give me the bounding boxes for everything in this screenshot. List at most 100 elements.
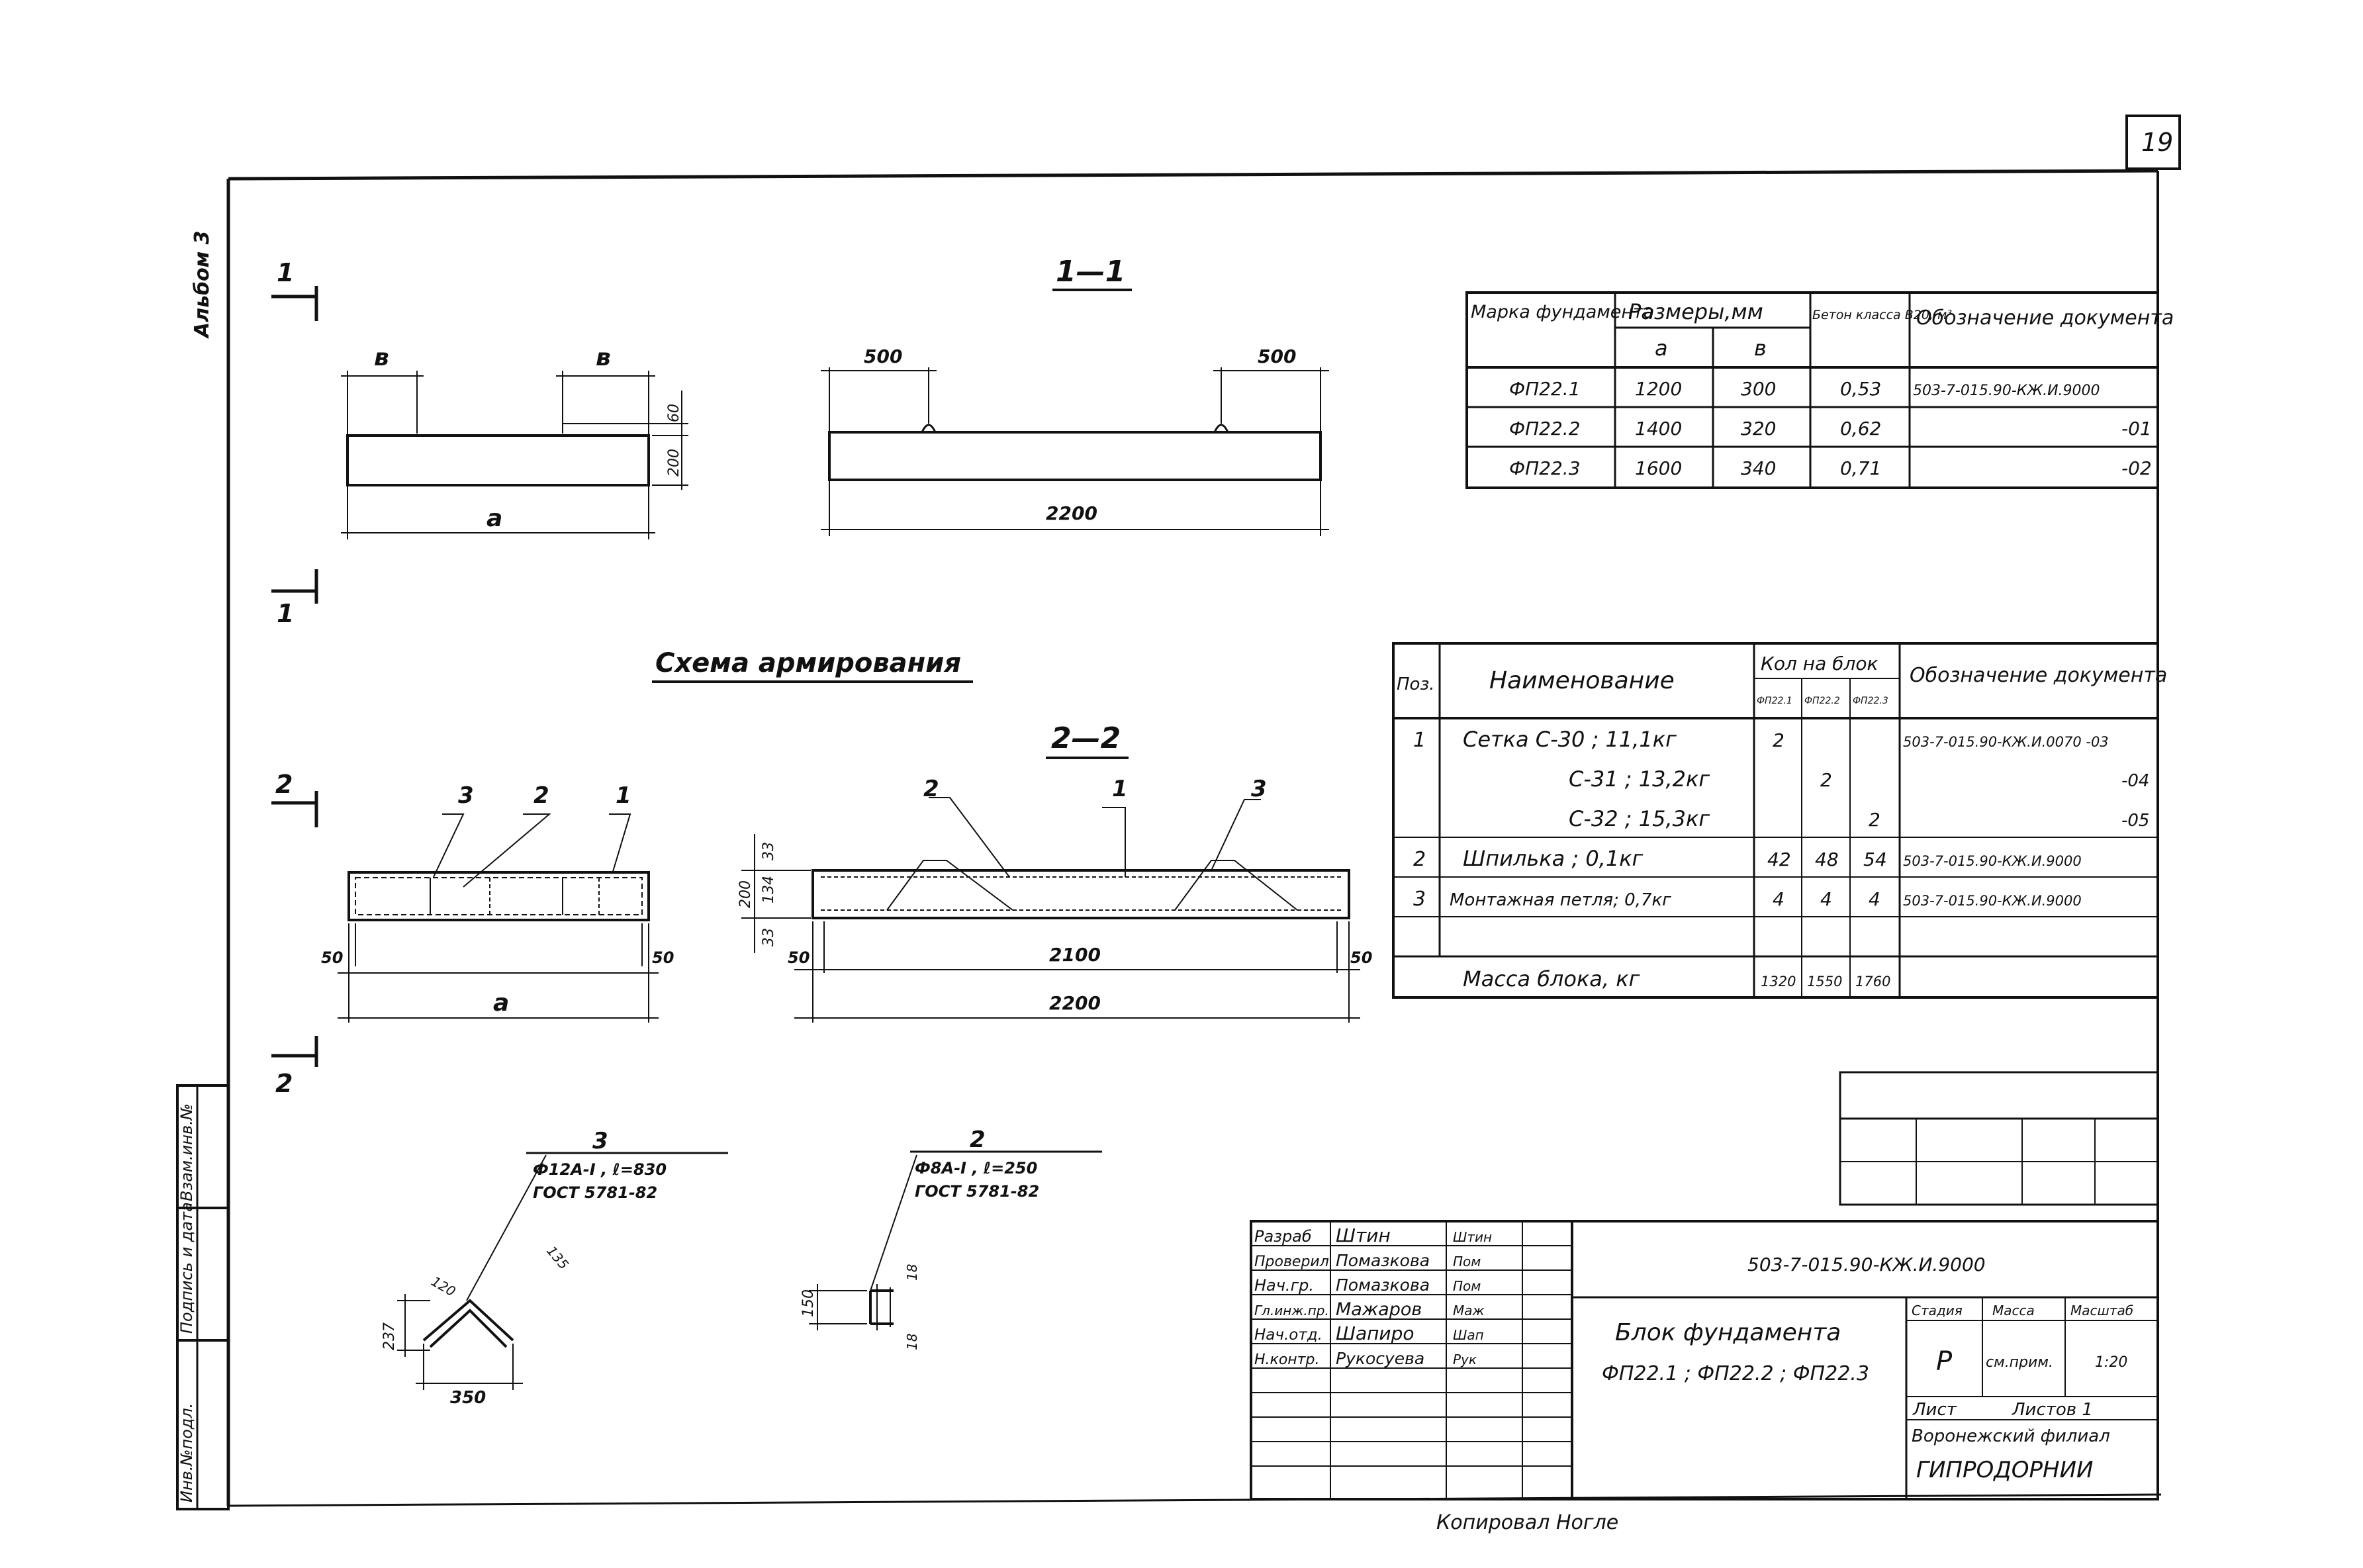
t2-r3-pos: 2 bbox=[1413, 848, 1426, 871]
view2-p2: 2 bbox=[533, 782, 549, 809]
t1-r1-b: 320 bbox=[1741, 418, 1776, 439]
t1-h-mark: Марка фундамента bbox=[1471, 302, 1654, 322]
t2-row-0: 1 Сетка С-30 ; 11,1кг 2 503-7-015.90-КЖ.… bbox=[1413, 727, 2109, 752]
t2-r2-name: С-32 ; 15,3кг bbox=[1569, 806, 1710, 831]
t2-r0-name: Сетка С-30 ; 11,1кг bbox=[1463, 727, 1677, 752]
bottom-note: Копировал Ногле bbox=[1436, 1511, 1618, 1534]
stamp-mass-h: Масса bbox=[1992, 1303, 2035, 1318]
t2-r0-pos: 1 bbox=[1413, 729, 1426, 752]
t2-h-q2: ФП22.2 bbox=[1804, 696, 1840, 706]
stamp-sign-4: Шап bbox=[1453, 1327, 1484, 1343]
stamp-code: 503-7-015.90-КЖ.И.9000 bbox=[1747, 1254, 1986, 1275]
view22-d50l: 50 bbox=[788, 948, 810, 967]
t1-row-0: ФП22.1 1200 300 0,53 503-7-015.90-КЖ.И.9… bbox=[1509, 378, 2100, 400]
view2-d50l: 50 bbox=[321, 948, 343, 967]
t1-r1-conc: 0,62 bbox=[1840, 418, 1881, 439]
t2-r4-pos: 3 bbox=[1413, 888, 1426, 911]
t1-r0-doc: 503-7-015.90-КЖ.И.9000 bbox=[1913, 383, 2100, 399]
stamp-name-1: Помазкова bbox=[1336, 1251, 1430, 1270]
side-stamp: Взам.инв.№ Подпись и дата Инв.№подл. bbox=[176, 1084, 230, 1510]
view1-a: a bbox=[486, 505, 502, 532]
view22-section: 2—2 2 1 3 33 134 200 33 50 2100 50 2200 bbox=[737, 721, 1372, 1023]
stamp-role-0: Разраб bbox=[1254, 1227, 1312, 1246]
t2-row-1: С-31 ; 13,2кг 2 -04 bbox=[1569, 766, 2149, 792]
t2-r0-q1: 2 bbox=[1773, 729, 1784, 751]
detail2-spec: Ф8А-I , ℓ=250 bbox=[915, 1159, 1037, 1177]
view1-b-right: в bbox=[596, 344, 611, 371]
stamp-role-4: Нач.отд. bbox=[1254, 1326, 1322, 1344]
stamp-stage-h: Стадия bbox=[1912, 1303, 1963, 1318]
t1-h-a: a bbox=[1655, 336, 1668, 361]
t2-row-3: 2 Шпилька ; 0,1кг 42 48 54 503-7-015.90-… bbox=[1413, 846, 2082, 871]
t1-r2-a: 1600 bbox=[1635, 457, 1682, 479]
t1-r0-b: 300 bbox=[1741, 378, 1776, 400]
view22-d33: 33 bbox=[761, 842, 777, 860]
view1-plan: в в 60 200 a bbox=[341, 344, 688, 539]
t2-r4-doc: 503-7-015.90-КЖ.И.9000 bbox=[1903, 893, 2082, 909]
t2-h-pos: Поз. bbox=[1397, 674, 1435, 694]
stamp-name-4: Шапиро bbox=[1336, 1322, 1414, 1344]
t2-h-doc: Обозначение документа bbox=[1910, 664, 2167, 687]
t1-h-doc: Обозначение документа bbox=[1916, 306, 2174, 330]
s22-title: 2—2 bbox=[1051, 721, 1121, 755]
t1-r1-mark: ФП22.2 bbox=[1509, 418, 1581, 439]
scheme-title: Схема армирования bbox=[655, 648, 961, 678]
t2-r1-q2: 2 bbox=[1820, 769, 1832, 791]
detail3-d135: 135 bbox=[543, 1243, 572, 1273]
t2-r3-doc: 503-7-015.90-КЖ.И.9000 bbox=[1903, 853, 2082, 869]
album-label: Альбом 3 bbox=[191, 230, 214, 339]
t2-r1-name: С-31 ; 13,2кг bbox=[1569, 766, 1710, 792]
detail3-pos: 3 bbox=[592, 1128, 608, 1154]
view1-dim-60: 60 bbox=[666, 404, 682, 422]
t1-h-dims: Размеры,мм bbox=[1628, 299, 1763, 324]
t2-mass-label: Масса блока, кг bbox=[1463, 966, 1640, 992]
view2-p1: 1 bbox=[616, 782, 631, 809]
t2-r2-q3: 2 bbox=[1869, 809, 1880, 831]
view22-d50r: 50 bbox=[1350, 948, 1372, 967]
side-stamp-c1: Взам.инв.№ bbox=[177, 1103, 196, 1201]
t2-row-2: С-32 ; 15,3кг 2 -05 bbox=[1569, 806, 2149, 831]
t2-mass-q2: 1550 bbox=[1807, 974, 1842, 990]
detail3-spec: Ф12А-I , ℓ=830 bbox=[533, 1160, 667, 1179]
side-stamp-c3: Инв.№подл. bbox=[177, 1403, 196, 1502]
t2-r4-q3: 4 bbox=[1869, 888, 1880, 910]
cut2-bottom: 2 bbox=[275, 1069, 293, 1098]
view2-d50r: 50 bbox=[652, 948, 674, 967]
detail2-pin: 2 Ф8А-I , ℓ=250 ГОСТ 5781-82 150 18 18 bbox=[800, 1127, 1102, 1350]
view22-d2100: 2100 bbox=[1049, 944, 1101, 966]
t2-r2-doc: -05 bbox=[2121, 811, 2149, 831]
t1-r0-a: 1200 bbox=[1635, 378, 1682, 400]
t2-r3-q1: 42 bbox=[1767, 849, 1791, 870]
table2: Поз. Наименование Кол на блок ФП22.1 ФП2… bbox=[1392, 642, 2167, 999]
t2-h-name: Наименование bbox=[1489, 667, 1675, 694]
detail3-loop: 3 Ф12А-I , ℓ=830 ГОСТ 5781-82 120 135 23… bbox=[381, 1128, 728, 1408]
t1-row-2: ФП22.3 1600 340 0,71 -02 bbox=[1509, 457, 2152, 479]
stamp-org1: Воронежский филиал bbox=[1912, 1426, 2110, 1446]
t1-h-concrete: Бетон класса В20, м³ bbox=[1812, 308, 1952, 322]
t2-row-4: 3 Монтажная петля; 0,7кг 4 4 4 503-7-015… bbox=[1413, 888, 2082, 911]
table1: Марка фундамента Размеры,мм a в Бетон кл… bbox=[1465, 291, 2174, 489]
t1-r0-mark: ФП22.1 bbox=[1509, 378, 1581, 400]
view22-d2200: 2200 bbox=[1049, 992, 1101, 1014]
stamp-role-3: Гл.инж.пр. bbox=[1254, 1303, 1329, 1318]
stamp-sign-1: Пом bbox=[1453, 1254, 1481, 1269]
view11-d500r: 500 bbox=[1258, 346, 1296, 367]
t2-r1-doc: -04 bbox=[2121, 771, 2149, 791]
stamp-title2: ФП22.1 ; ФП22.2 ; ФП22.3 bbox=[1602, 1362, 1869, 1385]
stamp-role-2: Нач.гр. bbox=[1254, 1276, 1314, 1295]
t1-r2-b: 340 bbox=[1741, 457, 1776, 479]
t2-h-q3: ФП22.3 bbox=[1853, 696, 1888, 706]
t2-r4-q1: 4 bbox=[1773, 888, 1784, 910]
view11-d500l: 500 bbox=[864, 346, 902, 367]
view22-d200: 200 bbox=[737, 880, 754, 908]
stamp-sheet: Лист bbox=[1912, 1400, 1957, 1420]
cut1-top: 1 bbox=[277, 258, 294, 287]
view2-reinf: 3 2 1 50 50 a bbox=[321, 782, 674, 1023]
detail2-pos: 2 bbox=[970, 1127, 986, 1153]
t1-r2-mark: ФП22.3 bbox=[1509, 457, 1581, 479]
sheet-number: 19 bbox=[2141, 128, 2173, 157]
t1-r1-a: 1400 bbox=[1635, 418, 1682, 439]
t1-row-1: ФП22.2 1400 320 0,62 -01 bbox=[1509, 418, 2152, 439]
t1-r2-doc: -02 bbox=[2121, 457, 2152, 479]
view22-p1: 1 bbox=[1112, 776, 1128, 802]
